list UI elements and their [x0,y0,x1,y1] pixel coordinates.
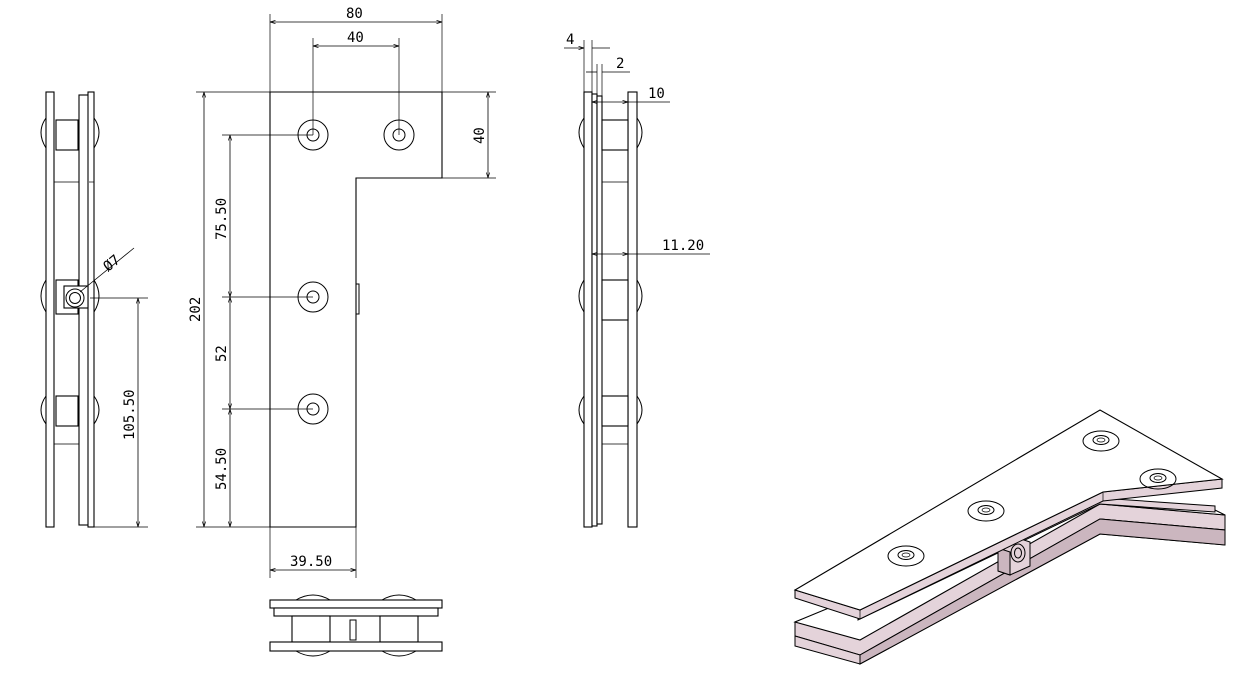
dim-top-arm-height: 40 [472,127,488,144]
dim-spacing-bottom: 54.50 [214,448,230,490]
bolt-heads-right [578,117,643,427]
dim-overall-width: 80 [346,6,363,22]
dim-thickness-4: 4 [566,32,574,48]
pivot-pin [63,285,89,309]
dim-pivot-height: 105.50 [122,389,138,440]
iso-screw-3 [1082,430,1120,452]
dim-spacing-top: 75.50 [214,198,230,240]
dim-spacing-mid: 52 [214,345,230,362]
iso-screw-1 [887,545,925,567]
dim-hole-spacing: 40 [347,30,364,46]
dim-thickness-2: 2 [616,56,624,72]
dim-gap-11-20: 11.20 [662,238,704,254]
left-side-view: Ø7 105.50 [40,91,148,528]
right-side-view: 4 2 10 11.20 [564,32,710,528]
iso-screw-4 [1139,468,1177,490]
bottom-view [269,594,443,657]
front-view: 80 40 40 202 75.50 52 54.50 39.50 [188,6,496,578]
dim-overall-height: 202 [188,297,204,322]
iso-top-plate [793,409,1224,611]
dim-leg-width: 39.50 [290,554,332,570]
iso-screw-2 [967,500,1005,522]
dim-pivot-diameter: Ø7 [100,252,123,275]
isometric-view [793,409,1226,665]
dim-plate-10: 10 [648,86,665,102]
